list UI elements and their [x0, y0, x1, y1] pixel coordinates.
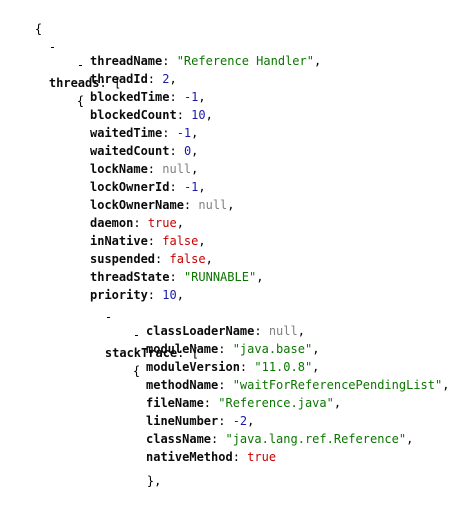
json-viewer: { - threads: [ - { threadName: "Referenc…	[6, 2, 450, 488]
field-row: threadState: "RUNNABLE",	[90, 270, 264, 284]
threads-key: threads	[48, 76, 100, 90]
field-key: lineNumber	[146, 414, 219, 428]
field-value: "RUNNABLE"	[183, 270, 257, 284]
field-key: blockedTime	[90, 90, 170, 104]
frame-close-row: },	[118, 454, 161, 488]
stacktrace-collapse-toggle[interactable]: -	[104, 310, 113, 324]
field-key: lockOwnerId	[90, 180, 170, 194]
field-row: className: "java.lang.ref.Reference",	[146, 432, 414, 446]
field-key: moduleVersion	[146, 360, 240, 374]
frame-object-row: - {	[104, 308, 140, 378]
field-row: lockName: null,	[90, 162, 199, 176]
field-value: -1	[183, 180, 199, 194]
field-value: null	[268, 324, 298, 338]
field-key: threadId	[90, 72, 148, 86]
field-key: threadState	[90, 270, 170, 284]
field-value: false	[169, 252, 206, 266]
field-key: lockName	[90, 162, 148, 176]
field-key: moduleName	[146, 342, 219, 356]
field-key: inNative	[90, 234, 148, 248]
field-row: suspended: false,	[90, 252, 213, 266]
field-value: "java.lang.ref.Reference"	[225, 432, 407, 446]
frame-open-brace: {	[132, 364, 141, 378]
threads-row: - threads: [	[48, 40, 122, 90]
frame-collapse-toggle[interactable]: -	[132, 328, 141, 342]
field-key: waitedTime	[90, 126, 163, 140]
field-row: blockedCount: 10,	[90, 108, 213, 122]
field-value: 0	[183, 144, 192, 158]
field-value: 10	[191, 108, 206, 122]
thread-open-brace: {	[76, 94, 85, 108]
field-key: suspended	[90, 252, 156, 266]
root-brace: {	[34, 22, 43, 36]
field-row: lockOwnerName: null,	[90, 198, 235, 212]
field-value: "java.base"	[232, 342, 313, 356]
field-value: -2	[232, 414, 248, 428]
field-row: waitedTime: -1,	[90, 126, 199, 140]
field-key: classLoaderName	[146, 324, 255, 338]
field-value: 10	[162, 288, 177, 302]
field-key: daemon	[90, 216, 134, 230]
field-row: lineNumber: -2,	[146, 414, 255, 428]
field-row: lockOwnerId: -1,	[90, 180, 206, 194]
field-value: "Reference.java"	[218, 396, 334, 410]
field-value: -1	[176, 126, 192, 140]
field-row: priority: 10,	[90, 288, 184, 302]
field-row: waitedCount: 0,	[90, 144, 199, 158]
threads-collapse-toggle[interactable]: -	[48, 40, 57, 54]
field-row: moduleVersion: "11.0.8",	[146, 360, 320, 374]
field-key: lockOwnerName	[90, 198, 184, 212]
field-key: methodName	[146, 378, 219, 392]
field-row: blockedTime: -1,	[90, 90, 206, 104]
field-row: classLoaderName: null,	[146, 324, 305, 338]
field-key: fileName	[146, 396, 204, 410]
stacktrace-open-bracket: [	[191, 346, 199, 360]
thread-collapse-toggle[interactable]: -	[76, 58, 85, 72]
field-value: -1	[183, 90, 199, 104]
field-key: waitedCount	[90, 144, 170, 158]
field-value: null	[162, 162, 192, 176]
field-key: blockedCount	[90, 108, 177, 122]
field-row: methodName: "waitForReferencePendingList…	[146, 378, 450, 392]
field-key: priority	[90, 288, 148, 302]
field-key: threadName	[90, 54, 163, 68]
field-row: nativeMethod: true	[146, 450, 277, 464]
field-row: threadId: 2,	[90, 72, 177, 86]
field-row: daemon: true,	[90, 216, 184, 230]
field-value: "Reference Handler"	[176, 54, 314, 68]
frame-close-brace: },	[146, 474, 162, 488]
field-value: true	[147, 216, 177, 230]
field-row: moduleName: "java.base",	[146, 342, 320, 356]
field-row: threadName: "Reference Handler",	[90, 54, 322, 68]
field-value: 2	[162, 72, 170, 86]
thread-object-row: - {	[48, 38, 84, 108]
stacktrace-row: - stackTrace: [	[104, 310, 199, 360]
field-key: className	[146, 432, 212, 446]
field-value: "11.0.8"	[254, 360, 313, 374]
field-value: null	[198, 198, 228, 212]
field-value: "waitForReferencePendingList"	[232, 378, 443, 392]
root-open-brace: {	[6, 2, 42, 36]
field-value: true	[247, 450, 277, 464]
stacktrace-key: stackTrace	[104, 346, 178, 360]
field-value: false	[162, 234, 199, 248]
field-row: inNative: false,	[90, 234, 206, 248]
field-row: fileName: "Reference.java",	[146, 396, 342, 410]
threads-open-bracket: [	[113, 76, 122, 90]
field-key: nativeMethod	[146, 450, 233, 464]
